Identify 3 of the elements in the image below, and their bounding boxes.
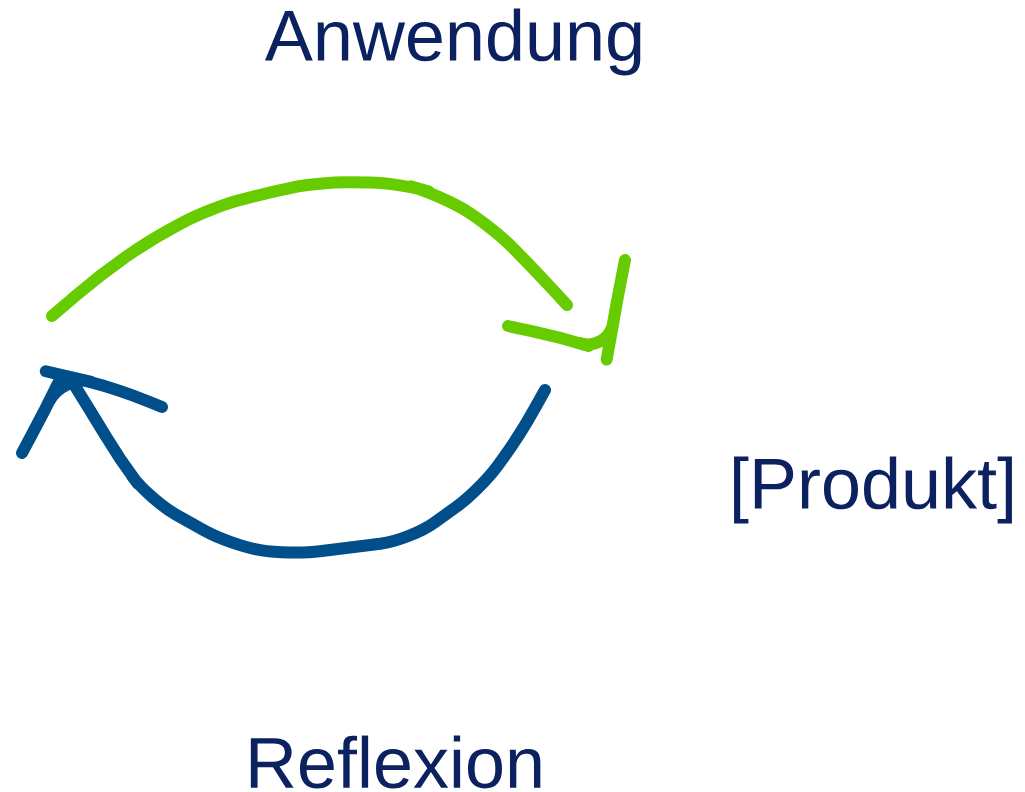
label: Anwendung	[265, 8, 641, 76]
label: Reflexion	[250, 735, 541, 789]
label: [Produkt]	[734, 456, 1012, 524]
